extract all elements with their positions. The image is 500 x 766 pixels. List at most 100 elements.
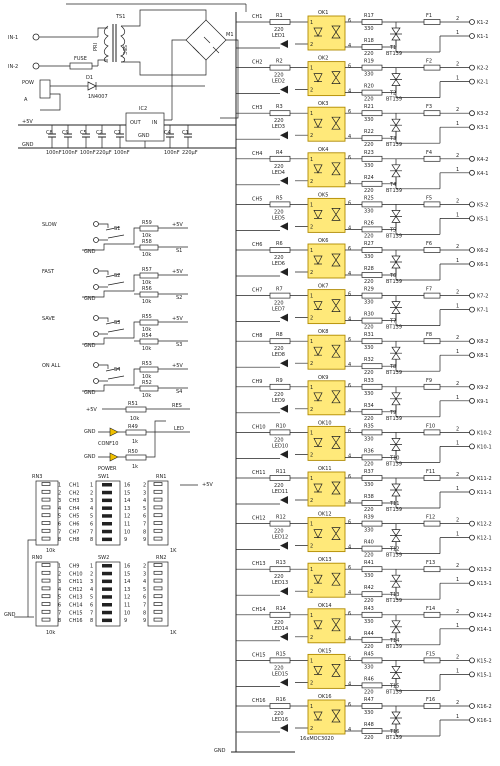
snubber-resistor-ref: R37 [364, 469, 374, 475]
dip-switch-lever [102, 529, 112, 534]
button-terminal [93, 378, 99, 384]
label-sw2: SW2 [98, 555, 109, 561]
snubber-resistor-value: 330 [364, 345, 374, 351]
triac-part-label: BT139 [386, 97, 402, 103]
wire [236, 271, 308, 277]
output-terminal-label: K13-1 [477, 581, 492, 587]
optocoupler-ref: OK9 [318, 375, 328, 381]
output-terminal-label: K3-1 [477, 125, 488, 131]
optocoupler-internals [313, 481, 341, 495]
terminal-in1 [32, 33, 40, 41]
gate-resistor-value: 220 [364, 416, 374, 422]
triac-part-label: BT139 [386, 735, 402, 741]
network-resistor [153, 489, 163, 494]
snubber-resistor [361, 475, 383, 481]
input-resistor-ref: R9 [276, 378, 283, 384]
triac-part-label: BT139 [386, 644, 402, 650]
pin-number-label: 14 [124, 579, 130, 585]
pin-number-label: 1 [310, 567, 313, 573]
gate-resistor-value: 220 [364, 553, 374, 559]
label-dip-gnd: GND [4, 612, 16, 618]
pin-number-label: 6 [348, 656, 351, 662]
snubber-resistor-value: 330 [364, 26, 374, 32]
wire [440, 112, 470, 128]
fuse-ref: F15 [426, 651, 435, 657]
triac-ref: T9 [389, 410, 396, 416]
pin-number-label: 2 [310, 452, 313, 458]
resistor-r49 [125, 429, 147, 436]
pin-number-label: 2 [456, 518, 459, 524]
output-terminal-label: K1-1 [477, 34, 488, 40]
indicator-led [280, 496, 288, 504]
gate-resistor-ref: R46 [364, 676, 374, 682]
pin-number-label: 1 [90, 483, 93, 489]
terminal-in2 [32, 62, 40, 70]
pin-number-label: 7 [90, 610, 93, 616]
gate-resistor-ref: R26 [364, 220, 374, 226]
indicator-led [280, 268, 288, 276]
snubber-resistor-value: 330 [364, 573, 374, 579]
output-terminal [469, 215, 475, 222]
gate-resistor [361, 363, 383, 370]
triac-part-label: BT139 [386, 279, 402, 285]
wire [440, 523, 470, 538]
pin-number-label: 4 [58, 587, 61, 593]
pin-number-label: 2 [310, 544, 313, 550]
pin-number-label: 2 [456, 426, 459, 432]
pullup-resistor [139, 272, 159, 279]
switch-ref-label: S2 [114, 273, 120, 279]
channel-input-label: CH13 [252, 561, 266, 567]
snubber-resistor [361, 383, 383, 390]
snubber-resistor-value: 330 [364, 710, 374, 716]
network-resistor [41, 594, 51, 599]
gate-resistor-value: 220 [364, 233, 374, 239]
network-resistor [41, 513, 51, 518]
input-resistor-ref: R15 [276, 651, 286, 657]
pin-number-label: 8 [143, 610, 146, 616]
optocoupler-ref: OK7 [318, 284, 328, 290]
output-terminal-label: K12-1 [477, 536, 492, 542]
gate-resistor-value: 220 [364, 142, 374, 148]
network-resistor [153, 536, 163, 541]
button-terminal [93, 268, 99, 274]
triac-ref: T13 [389, 592, 399, 598]
pin-number-label: 1 [310, 157, 313, 163]
network-resistor [153, 528, 163, 533]
indicator-led [280, 450, 288, 459]
snubber-resistor-value: 330 [364, 72, 374, 78]
snubber-resistor [361, 19, 383, 25]
button-terminal [93, 331, 99, 337]
triac-part-label: BT139 [386, 461, 402, 467]
snubber-resistor [361, 611, 383, 618]
triac-symbol [390, 529, 402, 542]
pin-number-label: 6 [348, 702, 351, 708]
resistor-r51 [125, 406, 147, 413]
led-ref-label: LED10 [272, 443, 288, 449]
network-resistor [41, 505, 51, 510]
output-terminal-label: K4-1 [477, 171, 488, 177]
pin-number-label: 1 [456, 258, 459, 264]
wire [134, 368, 188, 389]
pin-number-label: 9 [143, 618, 146, 624]
fuse-ref: F7 [426, 287, 432, 293]
resistor-ref-label: R55 [142, 314, 152, 320]
pin-number-label: 1 [456, 212, 459, 218]
triac-part-label: BT139 [386, 142, 402, 148]
pin-number-label: 13 [124, 587, 130, 593]
pin-number-label: 3 [143, 571, 146, 577]
output-terminal [469, 247, 475, 253]
label-rn0-val: 10k [46, 630, 55, 636]
gate-resistor [361, 682, 383, 689]
label-rn2: RN2 [156, 555, 166, 561]
wire [345, 67, 424, 93]
output-terminal [469, 717, 475, 723]
wire [395, 569, 440, 600]
pin-number-label: 8 [90, 618, 93, 624]
button-label: SLOW [42, 222, 57, 228]
gate-resistor-ref: R40 [364, 540, 374, 546]
pin-number-label: 6 [143, 595, 146, 601]
pin-number-label: 1 [310, 111, 313, 117]
wire [395, 432, 440, 463]
